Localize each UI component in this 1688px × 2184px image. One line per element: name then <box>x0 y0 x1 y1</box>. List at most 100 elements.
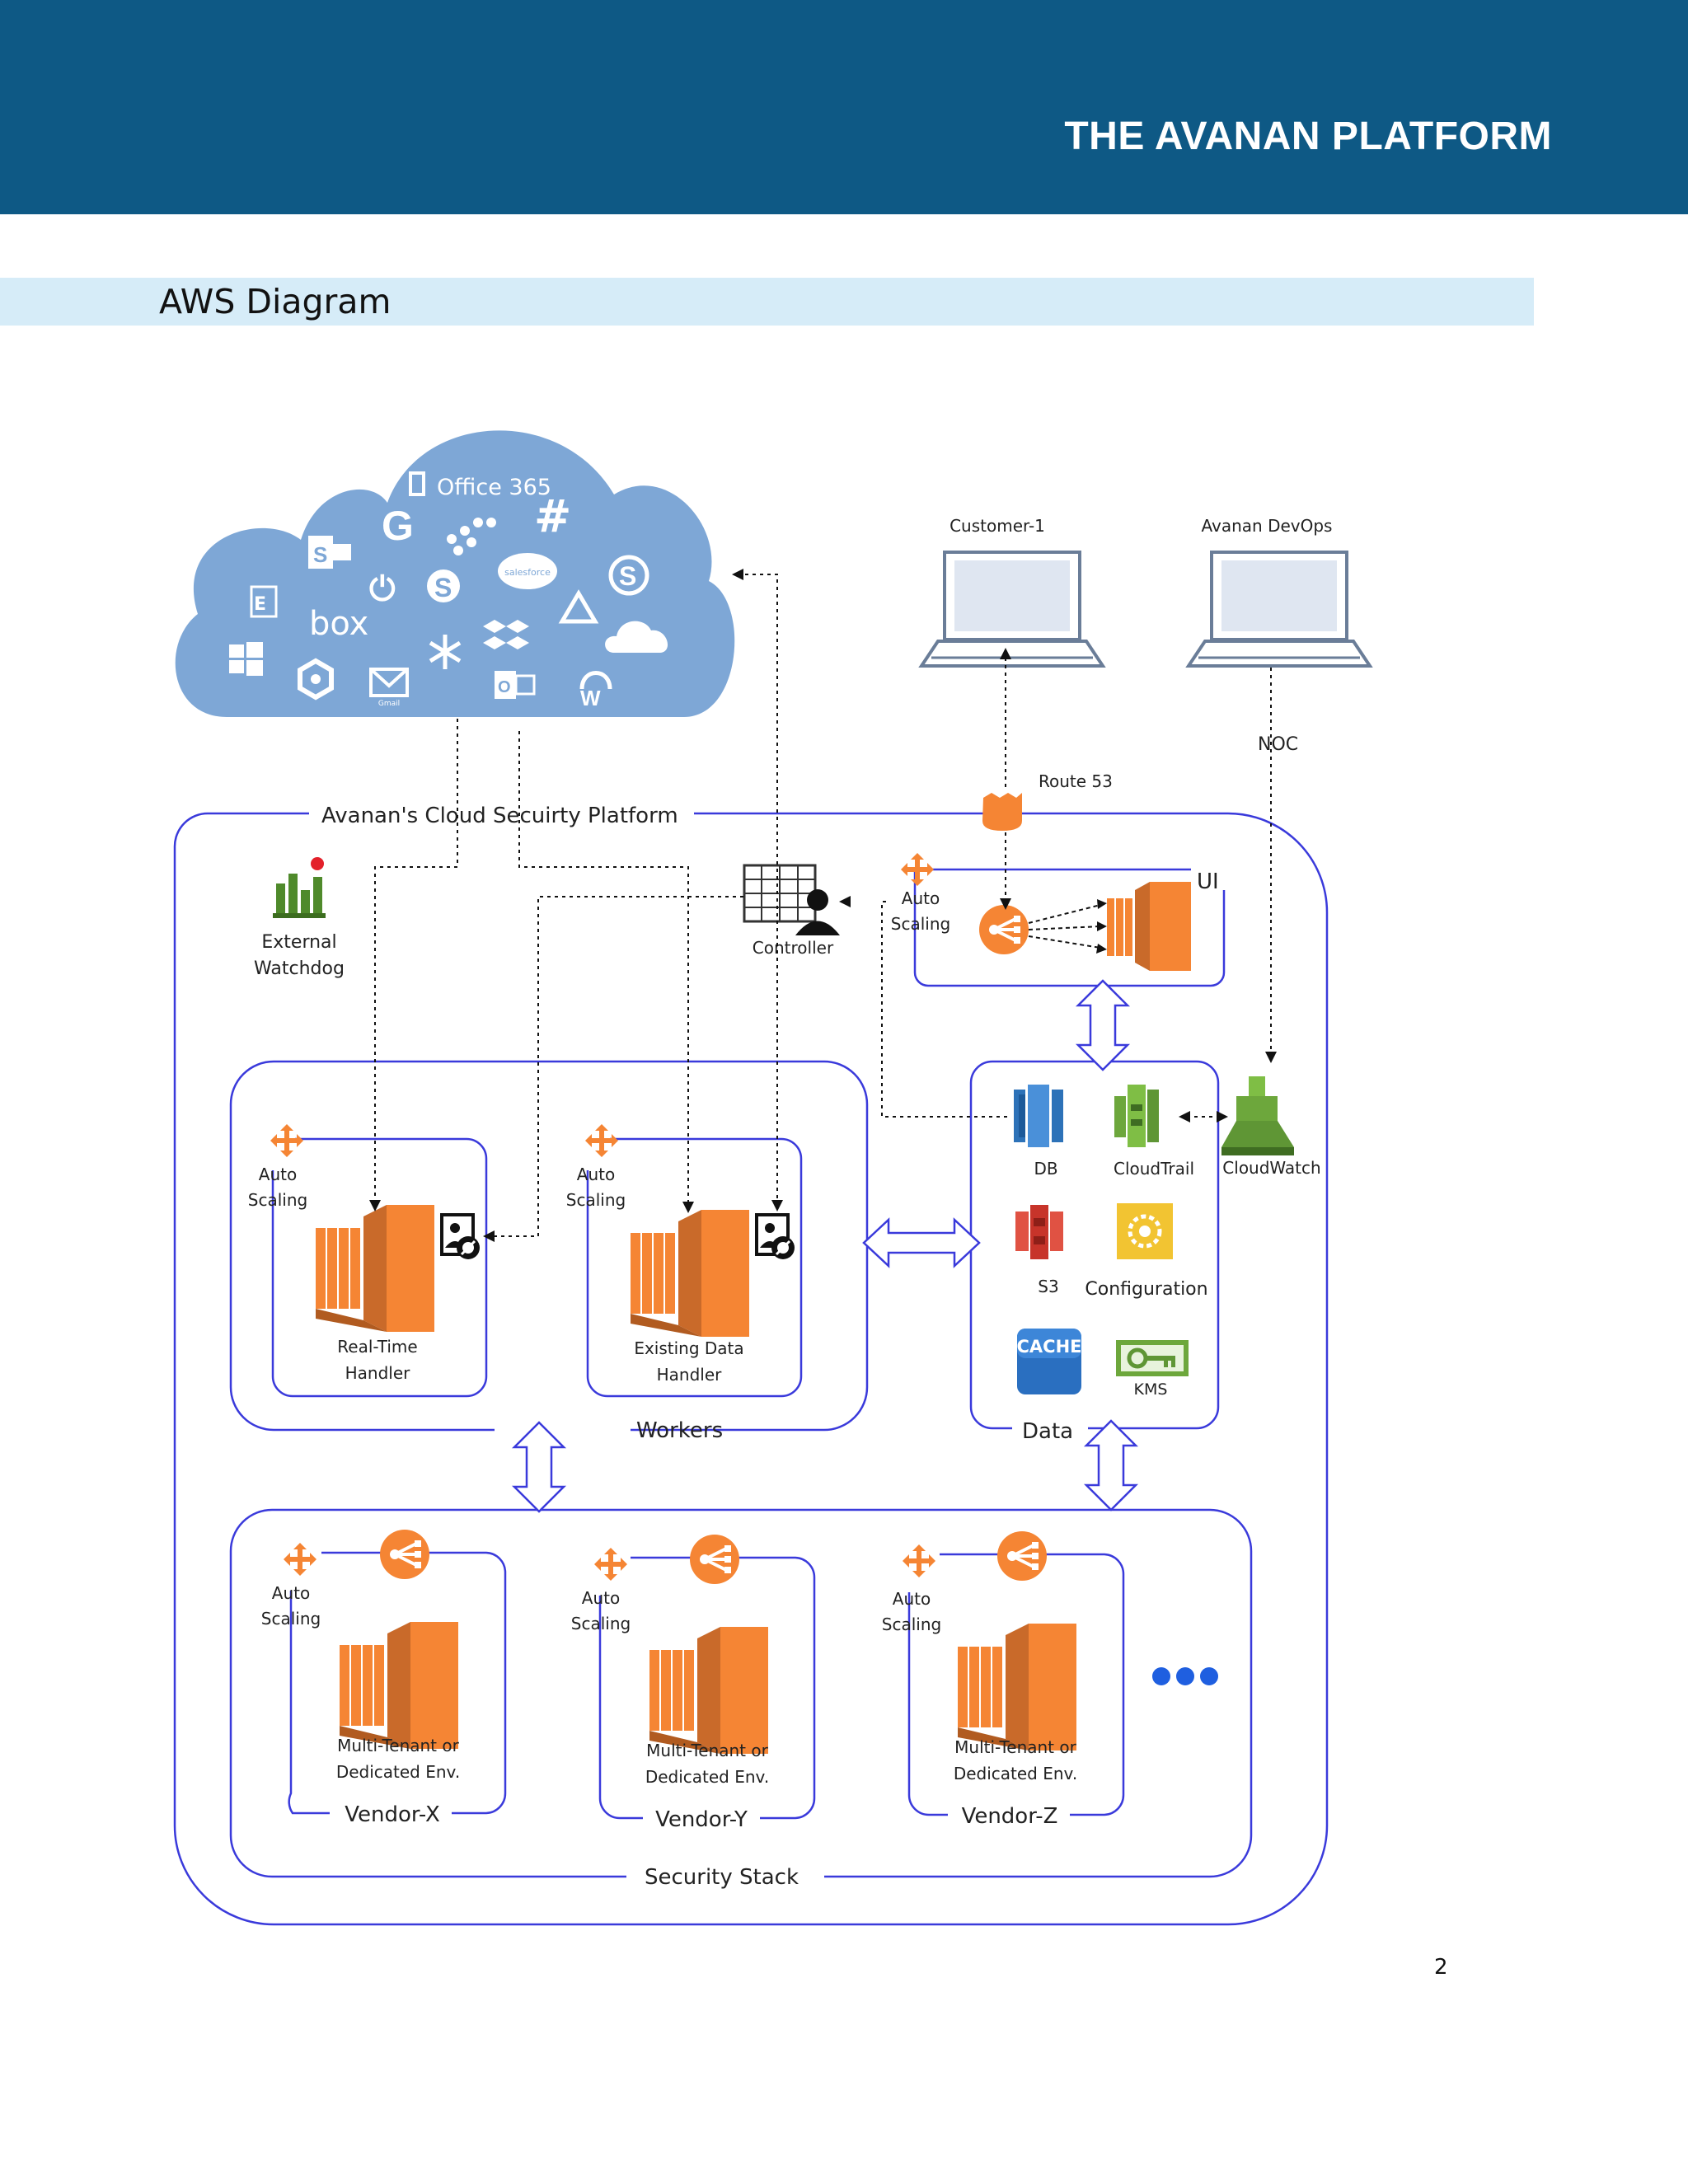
workers-group-frame <box>229 1060 869 1432</box>
wrike-logo-icon: W <box>579 671 612 710</box>
devops-label: Avanan DevOps <box>1202 516 1333 536</box>
vendor-z-label: Vendor-Z <box>962 1804 1058 1829</box>
onedrive-logo-icon <box>605 621 668 653</box>
kms-icon <box>1116 1340 1189 1376</box>
svg-text:S: S <box>619 561 636 591</box>
controller-icon <box>743 864 840 935</box>
vendor-x-autoscaling-icon <box>284 1543 316 1576</box>
vendor-z-load-balancer-icon <box>996 1530 1048 1582</box>
vendor-y-env-line2: Dedicated Env. <box>645 1767 769 1787</box>
existing-ec2-icon <box>631 1210 749 1337</box>
vendor-x-autoscaling-label-line2: Scaling <box>261 1609 321 1629</box>
salesforce-logo-icon: salesforce <box>498 553 557 589</box>
realtime-handler-frame <box>271 1137 488 1398</box>
svg-text:O: O <box>498 678 511 696</box>
noc-label: NOC <box>1258 734 1298 755</box>
vendor-x-ec2-icon <box>340 1622 458 1749</box>
devops-laptop-icon <box>1187 551 1372 668</box>
security-stack-frame <box>229 1508 1253 1878</box>
platform-frame <box>173 812 1329 1926</box>
document-title: THE AVANAN PLATFORM <box>1064 115 1552 158</box>
gmail-label: Gmail <box>378 700 400 708</box>
sharefile-logo-icon: S <box>608 555 649 596</box>
db-label: DB <box>1034 1159 1057 1179</box>
vendor-y-autoscaling-label-line1: Auto <box>582 1588 620 1608</box>
existing-label-line2: Handler <box>657 1365 723 1385</box>
route53-label: Route 53 <box>1039 771 1113 791</box>
existing-policy-icon <box>755 1213 796 1261</box>
dotted-connectors <box>374 574 1272 1237</box>
cloudtrail-label: CloudTrail <box>1114 1159 1194 1179</box>
salesforce-label: salesforce <box>504 567 551 578</box>
header-banner: THE AVANAN PLATFORM <box>0 0 1688 214</box>
kms-label: KMS <box>1134 1380 1168 1399</box>
s3-label: S3 <box>1038 1277 1058 1296</box>
vendor-z-env-line2: Dedicated Env. <box>954 1764 1077 1783</box>
slack-logo-icon: # <box>534 490 571 542</box>
office365-logo-icon: Office 365 <box>409 471 551 500</box>
controller-label: Controller <box>753 938 834 958</box>
s3-icon <box>1015 1205 1063 1259</box>
svg-text:W: W <box>580 686 601 710</box>
ui-load-balancer-icon <box>978 903 1030 956</box>
cloudwatch-label: CloudWatch <box>1222 1158 1320 1178</box>
more-vendors-icon <box>1152 1667 1218 1685</box>
realtime-policy-icon <box>440 1213 481 1261</box>
existing-autoscaling-label-line1: Auto <box>577 1165 615 1184</box>
gmail-logo-icon: Gmail <box>369 668 409 708</box>
realtime-label-line2: Handler <box>345 1363 411 1383</box>
customer-label: Customer-1 <box>950 516 1045 536</box>
exchange-logo-icon: E <box>250 585 278 618</box>
vendor-x-env-line2: Dedicated Env. <box>336 1762 460 1782</box>
existing-autoscaling-label-line2: Scaling <box>566 1190 626 1210</box>
vendor-y-frame <box>598 1556 816 1820</box>
db-icon <box>1014 1085 1063 1147</box>
vendor-y-autoscaling-icon <box>594 1548 627 1581</box>
office365-label: Office 365 <box>437 475 551 500</box>
box-logo-icon: box <box>309 605 368 643</box>
section-title: AWS Diagram <box>159 282 392 321</box>
windows-logo-icon <box>229 642 263 676</box>
watchdog-label-line1: External <box>261 932 336 953</box>
realtime-autoscaling-icon <box>270 1124 303 1157</box>
data-security-arrow <box>1083 1419 1139 1511</box>
vendor-x-env-line1: Multi-Tenant or <box>337 1736 459 1755</box>
yammer-logo-icon <box>429 635 462 669</box>
ui-autoscaling-label-line1: Auto <box>902 888 940 908</box>
vendor-y-label: Vendor-Y <box>655 1807 748 1832</box>
data-group-label: Data <box>1022 1419 1073 1444</box>
vendor-x-frame <box>288 1551 507 1815</box>
watchdog-icon <box>273 857 326 918</box>
saas-cloud: Office 365 G # S ⏻ S salesforce S E box <box>175 430 735 717</box>
vendor-y-ec2-icon <box>649 1627 768 1754</box>
realtime-autoscaling-label-line2: Scaling <box>248 1190 307 1210</box>
route53-icon <box>982 793 1022 831</box>
section-bar <box>0 278 1534 326</box>
ui-ec2-icon <box>1107 882 1191 971</box>
hipchat-logo-icon <box>447 518 496 555</box>
ui-data-arrow <box>1075 979 1131 1071</box>
skype-logo-icon: S <box>427 569 460 602</box>
vendor-z-autoscaling-icon <box>903 1544 935 1577</box>
ui-lb-arrowheads <box>1096 899 1107 954</box>
existing-autoscaling-icon <box>585 1124 618 1157</box>
vendor-z-ec2-icon <box>958 1624 1076 1750</box>
cloudwatch-icon <box>1221 1076 1294 1155</box>
ui-autoscaling-label-line2: Scaling <box>891 914 950 934</box>
vendor-x-autoscaling-label-line1: Auto <box>272 1583 310 1603</box>
svg-text:S: S <box>434 573 452 602</box>
workers-data-arrow <box>862 1217 981 1268</box>
cache-label: CACHE <box>1017 1337 1082 1357</box>
dropbox-logo-icon <box>483 620 529 649</box>
svg-text:S: S <box>313 542 327 567</box>
ui-group-frame <box>913 868 1226 987</box>
outlook-logo-icon: O <box>495 671 536 699</box>
drive-logo-icon <box>558 589 599 624</box>
ui-lb-links <box>1028 904 1101 949</box>
block-arrows <box>511 979 1139 1513</box>
watchdog-label-line2: Watchdog <box>254 958 345 979</box>
vendor-x-label: Vendor-X <box>345 1802 440 1827</box>
vendor-y-autoscaling-label-line2: Scaling <box>571 1614 631 1633</box>
connector-arrowheads <box>369 569 1277 1242</box>
